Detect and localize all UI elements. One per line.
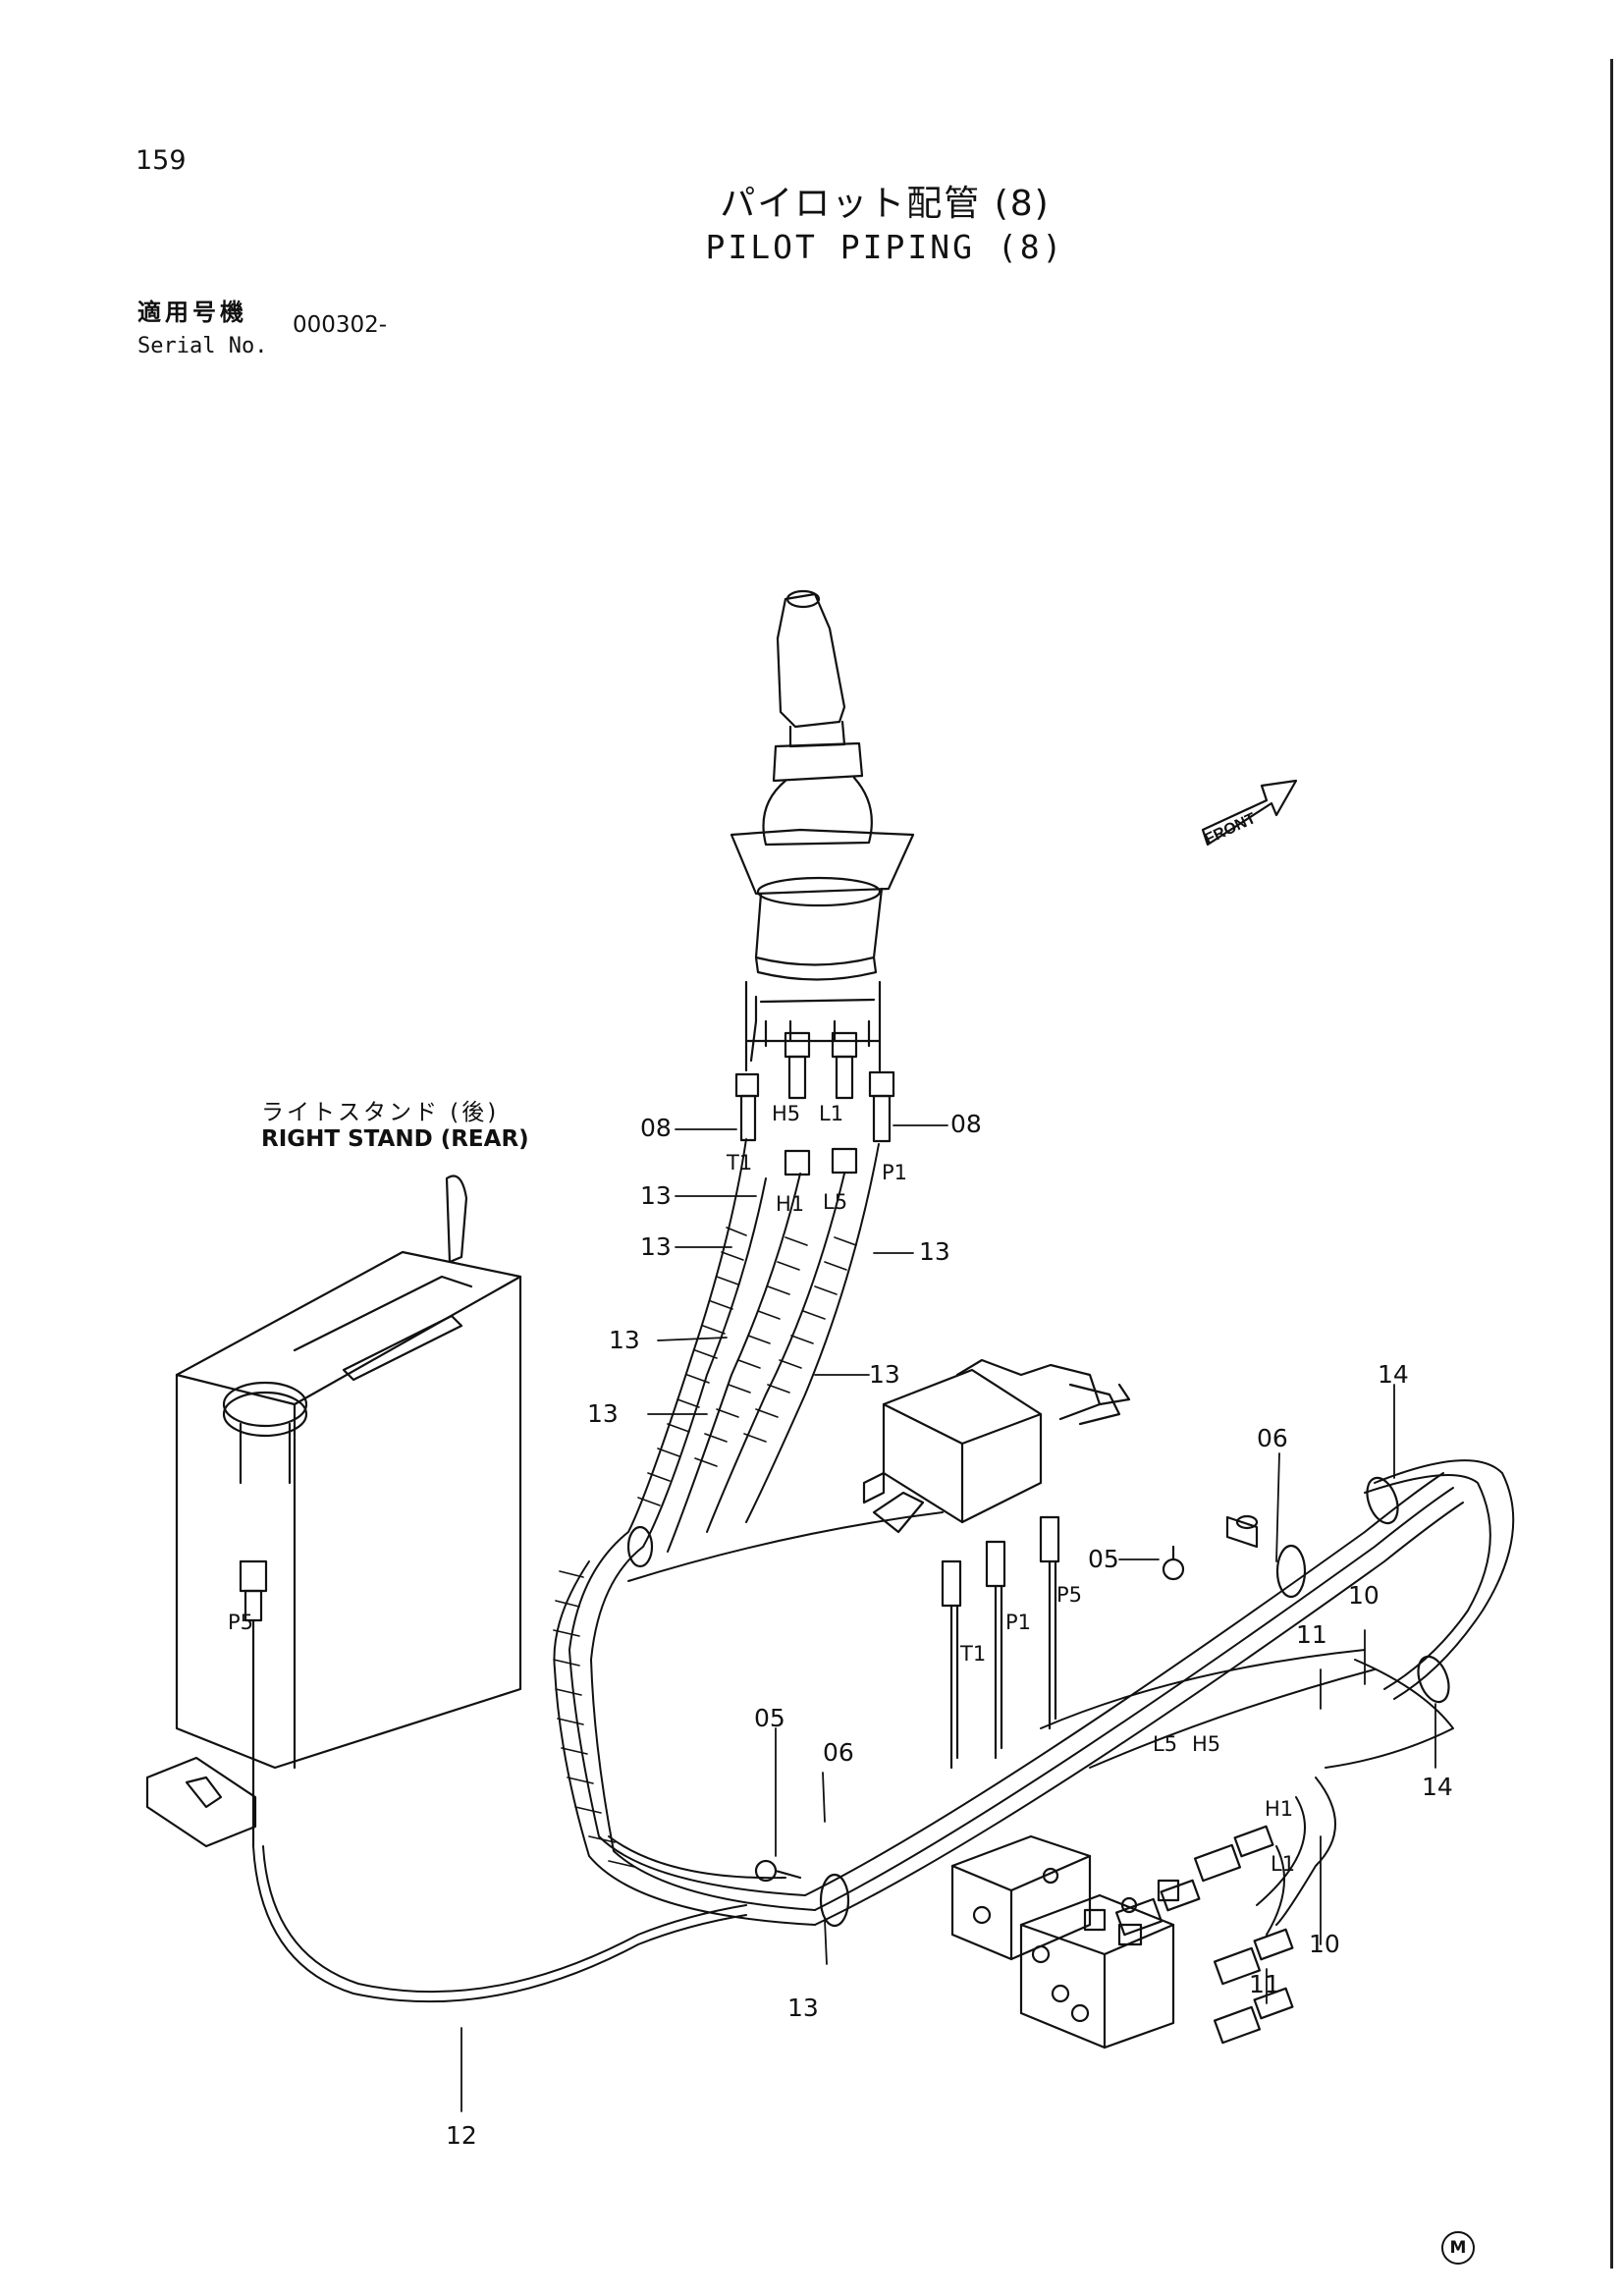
callout-08-left: 08 (640, 1114, 672, 1142)
bolts (754, 1514, 1259, 1883)
callout-11-bottom: 11 (1249, 1970, 1280, 1998)
port-label-h1-mid: H1 (776, 1192, 805, 1216)
callout-06-top: 06 (1257, 1424, 1288, 1452)
page-title-japanese: パイロット配管 (8) (720, 184, 1051, 224)
callout-10-bottom: 10 (1309, 1930, 1340, 1958)
page-edge-line (1610, 59, 1613, 2269)
right-stand-label: RIGHT STAND (REAR) (261, 1126, 529, 1152)
port-label-l1-top: L1 (819, 1102, 844, 1125)
valve-hose-fittings (1115, 1825, 1294, 2045)
port-label-l5-bottom: L5 (1153, 1732, 1178, 1756)
callout-13-f: 13 (587, 1399, 619, 1428)
hose-clamps (626, 1476, 1450, 1928)
port-label-h5-bottom: H5 (1192, 1732, 1221, 1756)
port-label-l1-bottom: L1 (1271, 1852, 1296, 1876)
callout-13-c: 13 (919, 1237, 950, 1266)
callout-14-top: 14 (1378, 1360, 1409, 1389)
main-pipe-run (627, 1459, 1515, 1936)
right-stand-label-japanese: ライトスタンド (後) (261, 1100, 500, 1125)
callout-13-d: 13 (609, 1326, 640, 1354)
right-stand-drawing (145, 1175, 522, 1848)
callout-13-g: 13 (787, 1994, 819, 2022)
port-label-h5-top: H5 (772, 1102, 801, 1125)
solenoid-valve-drawing (862, 1358, 1131, 1770)
coiled-hose-bundle (553, 1138, 880, 1926)
port-label-p5-left: P5 (228, 1611, 254, 1634)
joystick-lever-drawing (730, 589, 915, 1063)
front-arrow-icon (1201, 779, 1298, 847)
port-label-p1-valve: P1 (1005, 1611, 1032, 1634)
control-valve-drawing (950, 1834, 1180, 2050)
callout-05-top: 05 (1088, 1545, 1119, 1573)
port-label-l5-mid: L5 (823, 1190, 848, 1214)
page-title: PILOT PIPING (8) (705, 228, 1065, 266)
port-label-t1-top: T1 (727, 1151, 753, 1175)
page-number: 159 (135, 145, 187, 176)
leader-lines (460, 1124, 1436, 2112)
long-hose-12 (252, 1845, 747, 2003)
callout-14-bottom: 14 (1422, 1773, 1453, 1801)
front-arrow-label: FRONT (1203, 810, 1259, 848)
callout-13-a: 13 (640, 1181, 672, 1210)
corner-mark: M (1441, 2231, 1475, 2265)
port-label-p1-top: P1 (882, 1161, 908, 1184)
callout-06-bottom: 06 (823, 1738, 854, 1767)
callout-10-top: 10 (1348, 1581, 1380, 1610)
callout-13-b: 13 (640, 1232, 672, 1261)
serial-label-japanese: 適用号機 (137, 299, 247, 326)
serial-label: Serial No. (137, 334, 268, 358)
callout-05-bottom: 05 (754, 1704, 785, 1732)
top-fittings (734, 980, 895, 1176)
port-label-t1-valve: T1 (960, 1642, 987, 1666)
serial-number-value: 000302- (293, 312, 388, 338)
port-label-h1-bottom: H1 (1265, 1797, 1294, 1821)
callout-11-top: 11 (1296, 1620, 1327, 1649)
callout-12: 12 (446, 2121, 477, 2150)
callout-13-e: 13 (869, 1360, 900, 1389)
callout-08-right: 08 (950, 1110, 982, 1138)
port-label-p5-valve: P5 (1056, 1583, 1083, 1607)
